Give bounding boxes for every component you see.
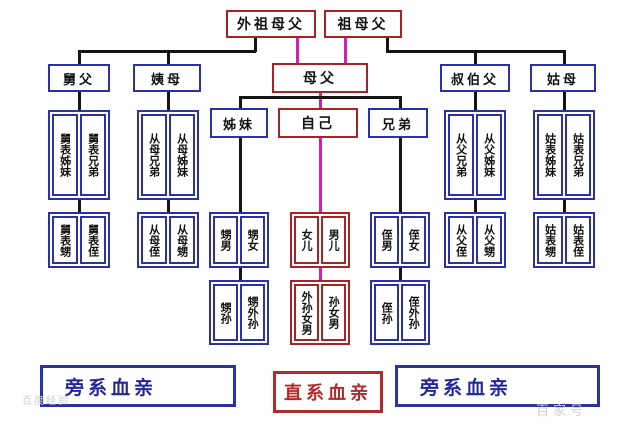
cell-child[interactable]: 女儿 — [294, 216, 319, 264]
link-to-maternal-aunt — [167, 50, 170, 66]
group-paternal-aunt-grandchildren[interactable]: 姑表甥 姑表侄 — [533, 212, 595, 268]
link-maternal-uncle-children — [78, 92, 81, 110]
link-brothers-to-nephews — [399, 138, 402, 212]
link-paternal-aunt-children — [563, 92, 566, 110]
legend-collateral-right[interactable]: 旁系血亲 — [395, 365, 600, 407]
cell-nephew[interactable]: 从母侄 — [141, 216, 167, 264]
link-maternal-grandparents-to-parents — [296, 38, 299, 64]
cell-nephew[interactable]: 从父甥 — [476, 216, 502, 264]
node-maternal-grandparents[interactable]: 外祖母父 — [226, 10, 316, 38]
node-maternal-uncle[interactable]: 舅父 — [48, 64, 110, 92]
node-label: 母父 — [303, 71, 337, 87]
node-label: 舅父 — [62, 72, 95, 88]
link-paternal-grandparents-to-parents — [344, 38, 347, 64]
cell-nephew[interactable]: 甥女 — [240, 216, 265, 264]
cell-grandnephew[interactable]: 甥孙 — [213, 284, 238, 341]
group-maternal-aunt-grandchildren[interactable]: 从母侄 从母甥 — [137, 212, 199, 268]
node-paternal-uncle[interactable]: 叔伯父 — [440, 64, 510, 92]
cell-nephew[interactable]: 侄男 — [374, 216, 399, 264]
node-label: 姑母 — [546, 72, 579, 88]
group-own-children[interactable]: 女儿 男儿 — [290, 212, 350, 268]
node-self[interactable]: 自己 — [278, 108, 358, 138]
group-own-grandchildren[interactable]: 外孙女男 孙女男 — [290, 280, 350, 345]
group-paternal-uncle-children[interactable]: 从父兄弟 从父姊妹 — [444, 110, 506, 200]
node-label: 叔伯父 — [450, 72, 499, 88]
watermark-right: 百家号 — [536, 404, 588, 419]
group-sister-grandchildren[interactable]: 甥孙 甥外孙 — [209, 280, 269, 345]
cell-nephew[interactable]: 姑表侄 — [565, 216, 591, 264]
link-pgp-down — [386, 38, 389, 52]
link-cousin1-children — [78, 200, 81, 214]
cell-cousin[interactable]: 姑表姊妹 — [537, 114, 563, 196]
node-label: 自己 — [301, 116, 335, 132]
node-label: 姊妹 — [222, 117, 255, 133]
group-paternal-aunt-children[interactable]: 姑表姊妹 姑表兄弟 — [533, 110, 595, 200]
cell-cousin[interactable]: 舅表姊妹 — [52, 114, 78, 196]
cell-cousin[interactable]: 舅表兄弟 — [80, 114, 106, 196]
cell-grandchild[interactable]: 外孙女男 — [294, 284, 319, 341]
cell-child[interactable]: 男儿 — [321, 216, 346, 264]
link-sisters-to-nephews — [239, 138, 242, 212]
link-parents-sibling-bus — [239, 96, 402, 99]
legend-label: 旁系血亲 — [65, 376, 158, 399]
link-nephews-to-grandnephews — [239, 265, 242, 281]
group-maternal-uncle-grandchildren[interactable]: 舅表甥 舅表侄 — [48, 212, 110, 268]
cell-nephew[interactable]: 从母甥 — [169, 216, 195, 264]
cell-nephew[interactable]: 甥男 — [213, 216, 238, 264]
cell-grandnephew[interactable]: 侄孙 — [374, 284, 399, 341]
link-mgp-down — [254, 38, 257, 52]
link-nieces-to-grandnieces — [399, 265, 402, 281]
group-paternal-uncle-grandchildren[interactable]: 从父侄 从父甥 — [444, 212, 506, 268]
cell-grandnephew[interactable]: 侄外孙 — [401, 284, 426, 341]
node-label: 祖母父 — [337, 17, 389, 33]
cell-cousin[interactable]: 从父姊妹 — [476, 114, 502, 196]
link-to-sisters — [239, 96, 242, 110]
node-label: 兄弟 — [381, 117, 414, 133]
legend-lineal[interactable]: 直系血亲 — [273, 371, 383, 413]
node-maternal-aunt[interactable]: 姨母 — [133, 64, 201, 92]
cell-nephew[interactable]: 从父侄 — [448, 216, 474, 264]
cell-grandchild[interactable]: 孙女男 — [321, 284, 346, 341]
cell-cousin[interactable]: 从母兄弟 — [141, 114, 167, 196]
link-cousin4-children — [563, 200, 566, 214]
node-paternal-aunt[interactable]: 姑母 — [530, 64, 596, 92]
link-to-brothers — [399, 96, 402, 110]
link-to-paternal-aunt — [563, 50, 566, 66]
link-children-to-grandchildren — [319, 265, 322, 281]
group-brother-grandchildren[interactable]: 侄孙 侄外孙 — [370, 280, 430, 345]
group-maternal-aunt-children[interactable]: 从母兄弟 从母姊妹 — [137, 110, 199, 200]
link-self-to-children — [319, 138, 322, 212]
link-to-paternal-uncle — [474, 50, 477, 66]
node-paternal-grandparents[interactable]: 祖母父 — [324, 10, 402, 38]
cell-grandnephew[interactable]: 甥外孙 — [240, 284, 265, 341]
node-label: 姨母 — [150, 72, 183, 88]
node-brothers[interactable]: 兄弟 — [368, 108, 428, 138]
link-cousin2-children — [167, 200, 170, 214]
link-paternal-uncle-children — [474, 92, 477, 110]
node-sisters[interactable]: 姊妹 — [210, 108, 268, 138]
node-parents[interactable]: 母父 — [272, 63, 368, 93]
group-maternal-uncle-children[interactable]: 舅表姊妹 舅表兄弟 — [48, 110, 110, 200]
legend-label: 旁系血亲 — [420, 376, 513, 399]
legend-collateral-left[interactable]: 旁系血亲 — [40, 365, 236, 407]
cell-nephew[interactable]: 姑表甥 — [537, 216, 563, 264]
group-brother-children[interactable]: 侄男 侄女 — [370, 212, 430, 268]
watermark-left: 百度经验 — [22, 396, 70, 407]
link-to-maternal-uncle — [78, 50, 81, 66]
node-label: 外祖母父 — [237, 17, 305, 33]
cell-cousin[interactable]: 姑表兄弟 — [565, 114, 591, 196]
link-maternal-aunt-children — [167, 92, 170, 110]
link-parents-to-self — [319, 92, 322, 110]
link-cousin3-children — [474, 200, 477, 214]
cell-nephew[interactable]: 舅表侄 — [80, 216, 106, 264]
group-sister-children[interactable]: 甥男 甥女 — [209, 212, 269, 268]
cell-nephew[interactable]: 舅表甥 — [52, 216, 78, 264]
cell-cousin[interactable]: 从父兄弟 — [448, 114, 474, 196]
legend-label: 直系血亲 — [284, 383, 372, 404]
cell-cousin[interactable]: 从母姊妹 — [169, 114, 195, 196]
cell-nephew[interactable]: 侄女 — [401, 216, 426, 264]
